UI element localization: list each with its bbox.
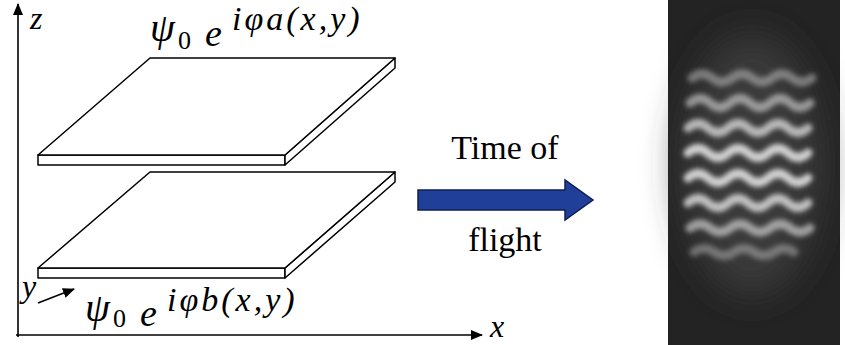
math-subscript: 0 bbox=[178, 28, 191, 54]
math-symbol: e bbox=[205, 14, 222, 52]
math-subscript: 0 bbox=[113, 306, 126, 332]
arrow-caption: Time of flight bbox=[425, 102, 585, 286]
math-symbol: ψ bbox=[150, 8, 175, 48]
y-axis bbox=[38, 289, 74, 303]
axis-label: y bbox=[22, 270, 36, 302]
math-symbol: ψ bbox=[85, 288, 110, 328]
block-arrow bbox=[418, 180, 593, 220]
fringe-image bbox=[668, 0, 840, 345]
math-exponent: iφa(x,y) bbox=[232, 2, 363, 36]
axis-label: x bbox=[490, 310, 504, 342]
upper-plane bbox=[38, 58, 395, 165]
x-axis bbox=[16, 334, 482, 336]
z-axis bbox=[17, 4, 19, 337]
lower-plane bbox=[38, 172, 395, 278]
math-exponent: iφb(x,y) bbox=[167, 283, 298, 317]
axis-label: z bbox=[30, 2, 42, 34]
math-symbol: e bbox=[140, 294, 157, 332]
